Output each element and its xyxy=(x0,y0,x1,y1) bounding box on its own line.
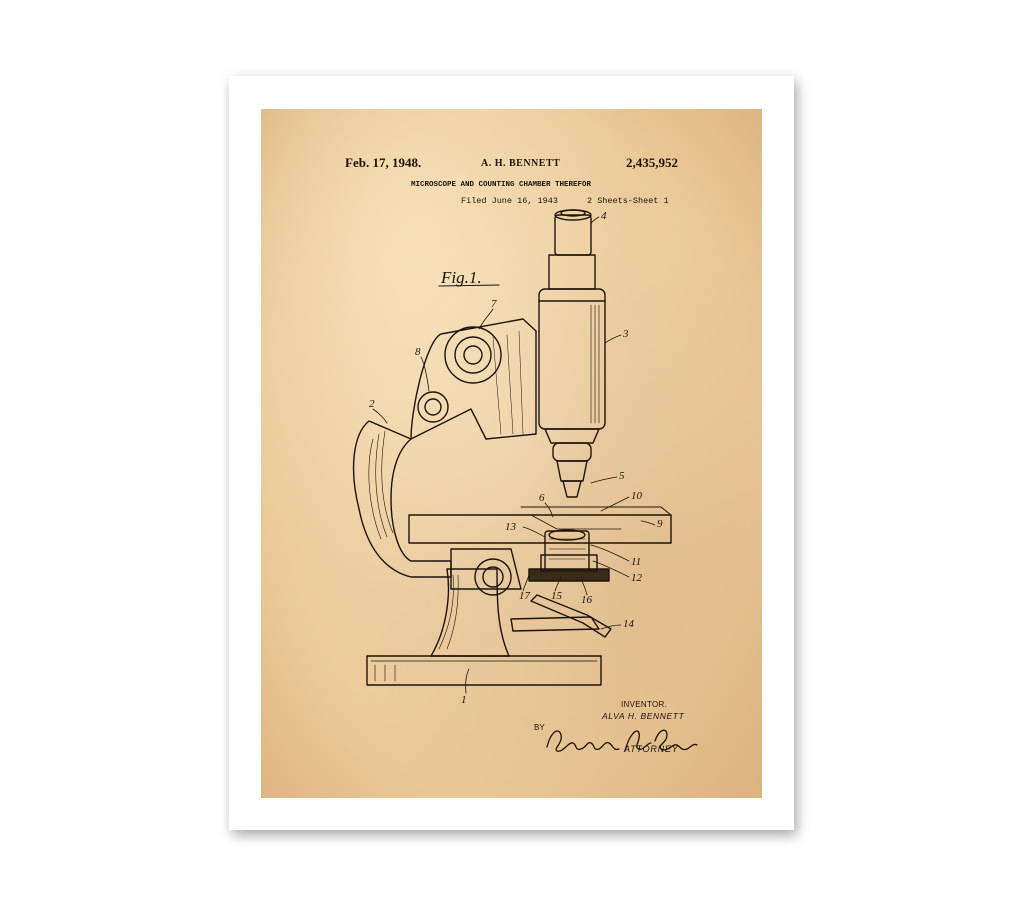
body-tube xyxy=(538,288,606,430)
inventor-name: ALVA H. BENNETT xyxy=(602,711,685,721)
callout-1: 1 xyxy=(461,694,467,706)
coarse-focus-knob xyxy=(444,326,502,384)
microscope-stage xyxy=(408,506,672,544)
patent-title: MICROSCOPE AND COUNTING CHAMBER THEREFOR xyxy=(411,181,592,189)
eyepiece xyxy=(554,209,592,256)
callout-2: 2 xyxy=(369,398,375,410)
substage-knob xyxy=(450,548,522,596)
callout-5: 5 xyxy=(619,470,625,482)
by-label: BY xyxy=(534,723,545,732)
microscope-drawing: Fig.1. xyxy=(352,209,672,706)
patent-inventor: A. H. BENNETT xyxy=(481,158,561,169)
poster-frame: Feb. 17, 1948. A. H. BENNETT 2,435,952 M… xyxy=(229,76,794,830)
callout-4: 4 xyxy=(601,210,607,222)
microscope-arm xyxy=(352,420,452,578)
callout-14: 14 xyxy=(623,618,635,630)
mirror-lever xyxy=(510,594,612,638)
callout-7: 7 xyxy=(491,298,497,310)
patent-sheet: Feb. 17, 1948. A. H. BENNETT 2,435,952 M… xyxy=(261,109,762,798)
leader-lines xyxy=(372,216,656,694)
draw-tube xyxy=(548,254,596,290)
callout-11: 11 xyxy=(631,556,641,568)
microscope-pillar xyxy=(430,568,510,657)
callout-3: 3 xyxy=(622,328,629,340)
callout-16: 16 xyxy=(581,594,593,606)
attorney-signature xyxy=(546,729,698,752)
patent-date: Feb. 17, 1948. xyxy=(345,155,422,170)
objective-lens xyxy=(544,428,600,498)
callout-10: 10 xyxy=(631,490,643,502)
callout-8: 8 xyxy=(415,346,421,358)
inventor-label: INVENTOR. xyxy=(621,700,668,709)
patent-filed-date: Filed June 16, 1943 xyxy=(461,196,558,206)
figure-label: Fig.1. xyxy=(440,268,482,287)
callout-15: 15 xyxy=(551,590,563,602)
arm-head xyxy=(410,318,537,440)
callout-6: 6 xyxy=(539,492,545,504)
callout-17: 17 xyxy=(519,590,531,602)
attorney-label: ATTORNEY xyxy=(624,744,679,754)
patent-sheet-count: 2 Sheets-Sheet 1 xyxy=(587,196,669,206)
callouts: 1 2 3 4 5 6 7 8 9 10 11 12 13 14 15 16 1… xyxy=(369,210,663,706)
fine-focus-knob xyxy=(417,391,449,423)
callout-12: 12 xyxy=(631,572,643,584)
microscope-base xyxy=(366,655,602,686)
patent-number: 2,435,952 xyxy=(626,155,678,170)
callout-9: 9 xyxy=(657,518,663,530)
callout-13: 13 xyxy=(505,521,517,533)
